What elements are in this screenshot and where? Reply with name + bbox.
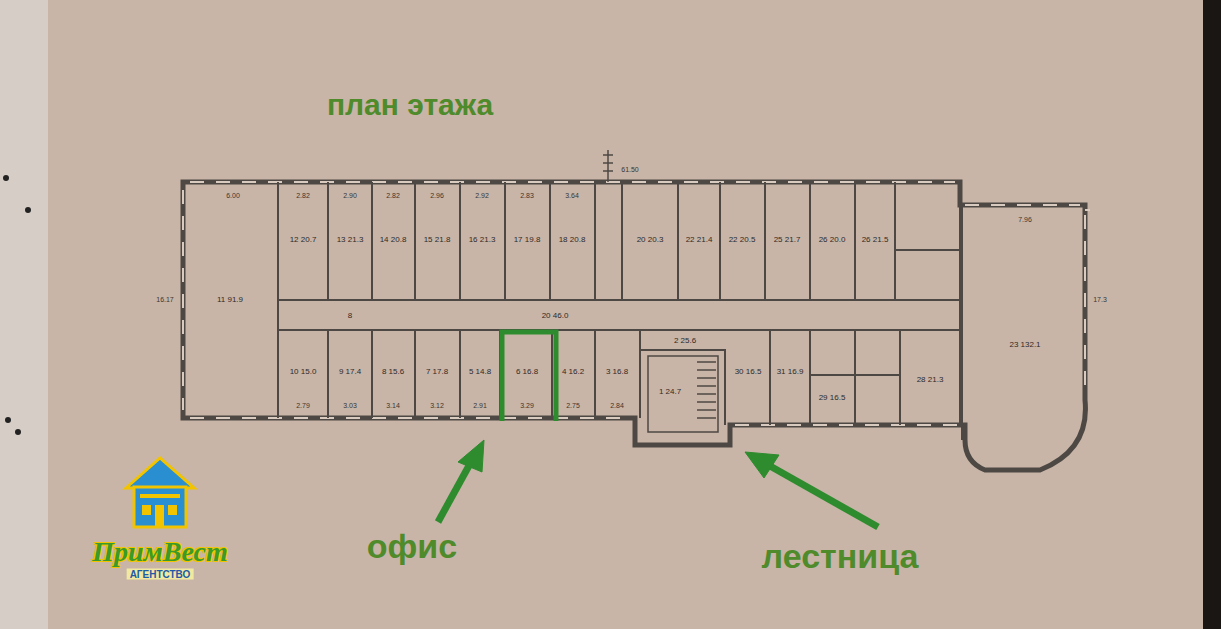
callout: офис: [367, 528, 457, 565]
room-label: 26 21.5: [862, 236, 889, 245]
dimension: 2.79: [296, 402, 310, 410]
room-label: 4 16.2: [562, 368, 584, 377]
office-highlight: [502, 332, 556, 421]
dimension: 16.17: [156, 296, 174, 304]
dimension: 3.64: [565, 192, 579, 200]
dimension: 2.84: [610, 402, 624, 410]
house-wall: [134, 487, 186, 527]
room-label: 29 16.5: [819, 394, 846, 403]
dimension: 2.83: [520, 192, 534, 200]
room-label: 31 16.9: [777, 368, 804, 377]
stair-symbol: [648, 356, 718, 432]
room-label: 7 17.8: [426, 368, 448, 377]
windows: [183, 182, 1090, 425]
room-label: 10 15.0: [290, 368, 317, 377]
stripe: [140, 494, 180, 498]
partition: [328, 330, 900, 425]
room-label: 20 20.3: [637, 236, 664, 245]
room-label: 20 46.0: [542, 312, 569, 321]
room-label: 30 16.5: [735, 368, 762, 377]
logo-text: ПримВест: [92, 537, 227, 568]
dimension: 6.00: [226, 192, 240, 200]
dimension: 7.96: [1018, 216, 1032, 224]
door: [155, 505, 164, 527]
room-label: 3 16.8: [606, 368, 628, 377]
room-label: 18 20.8: [559, 236, 586, 245]
dimension: 2.91: [473, 402, 487, 410]
room-label: 15 21.8: [424, 236, 451, 245]
pointer-arrow: [438, 462, 471, 522]
dimension: 3.12: [430, 402, 444, 410]
room-label: 13 21.3: [337, 236, 364, 245]
dimension: 2.96: [430, 192, 444, 200]
room-label: 12 20.7: [290, 236, 317, 245]
room-label: 14 20.8: [380, 236, 407, 245]
inner-wall: [278, 182, 962, 440]
logo-house: [126, 458, 194, 527]
outer-wall: [183, 182, 1085, 470]
dimension: 2.90: [343, 192, 357, 200]
arrowhead: [745, 452, 779, 478]
dimension: 2.92: [475, 192, 489, 200]
room-label: 23 132.1: [1009, 341, 1040, 350]
room-label: 8: [348, 312, 352, 321]
room-label: 22 21.4: [686, 236, 713, 245]
hole: [15, 429, 21, 435]
paper-edge: [0, 0, 48, 629]
room-label: 6 16.8: [516, 368, 538, 377]
roof: [126, 458, 194, 488]
logo-subtext: АГЕНТСТВО: [127, 569, 194, 580]
title: план этажа: [327, 88, 493, 121]
dimension: 3.03: [343, 402, 357, 410]
dimension: 2.75: [566, 402, 580, 410]
partition: [328, 182, 960, 300]
hole: [3, 175, 9, 181]
window: [168, 505, 177, 515]
room-label: 25 21.7: [774, 236, 801, 245]
room-label: 1 24.7: [659, 388, 681, 397]
room-label: 5 14.8: [469, 368, 491, 377]
arrows: [438, 440, 878, 527]
room-label: 9 17.4: [339, 368, 361, 377]
dimension: 61.50: [621, 166, 639, 174]
callout: лестница: [762, 538, 919, 575]
room-label: 16 21.3: [469, 236, 496, 245]
room-label: 2 25.6: [674, 337, 696, 346]
room-label: 11 91.9: [217, 296, 243, 305]
dimension: 2.82: [386, 192, 400, 200]
room-label: 17 19.8: [514, 236, 541, 245]
entrance-steps: [603, 150, 613, 182]
dimension: 3.29: [520, 402, 534, 410]
room-label: 8 15.6: [382, 368, 404, 377]
dark-edge: [1203, 0, 1221, 629]
hole: [5, 417, 11, 423]
room-label: 28 21.3: [917, 376, 944, 385]
room-label: 22 20.5: [729, 236, 756, 245]
dimension: 17.3: [1093, 296, 1107, 304]
room-label: 26 20.0: [819, 236, 846, 245]
hole: [25, 207, 31, 213]
arrowhead: [458, 440, 484, 472]
window: [142, 505, 151, 515]
walls: [183, 150, 1090, 470]
dimension: 2.82: [296, 192, 310, 200]
dimension: 3.14: [386, 402, 400, 410]
pointer-arrow: [770, 466, 878, 527]
